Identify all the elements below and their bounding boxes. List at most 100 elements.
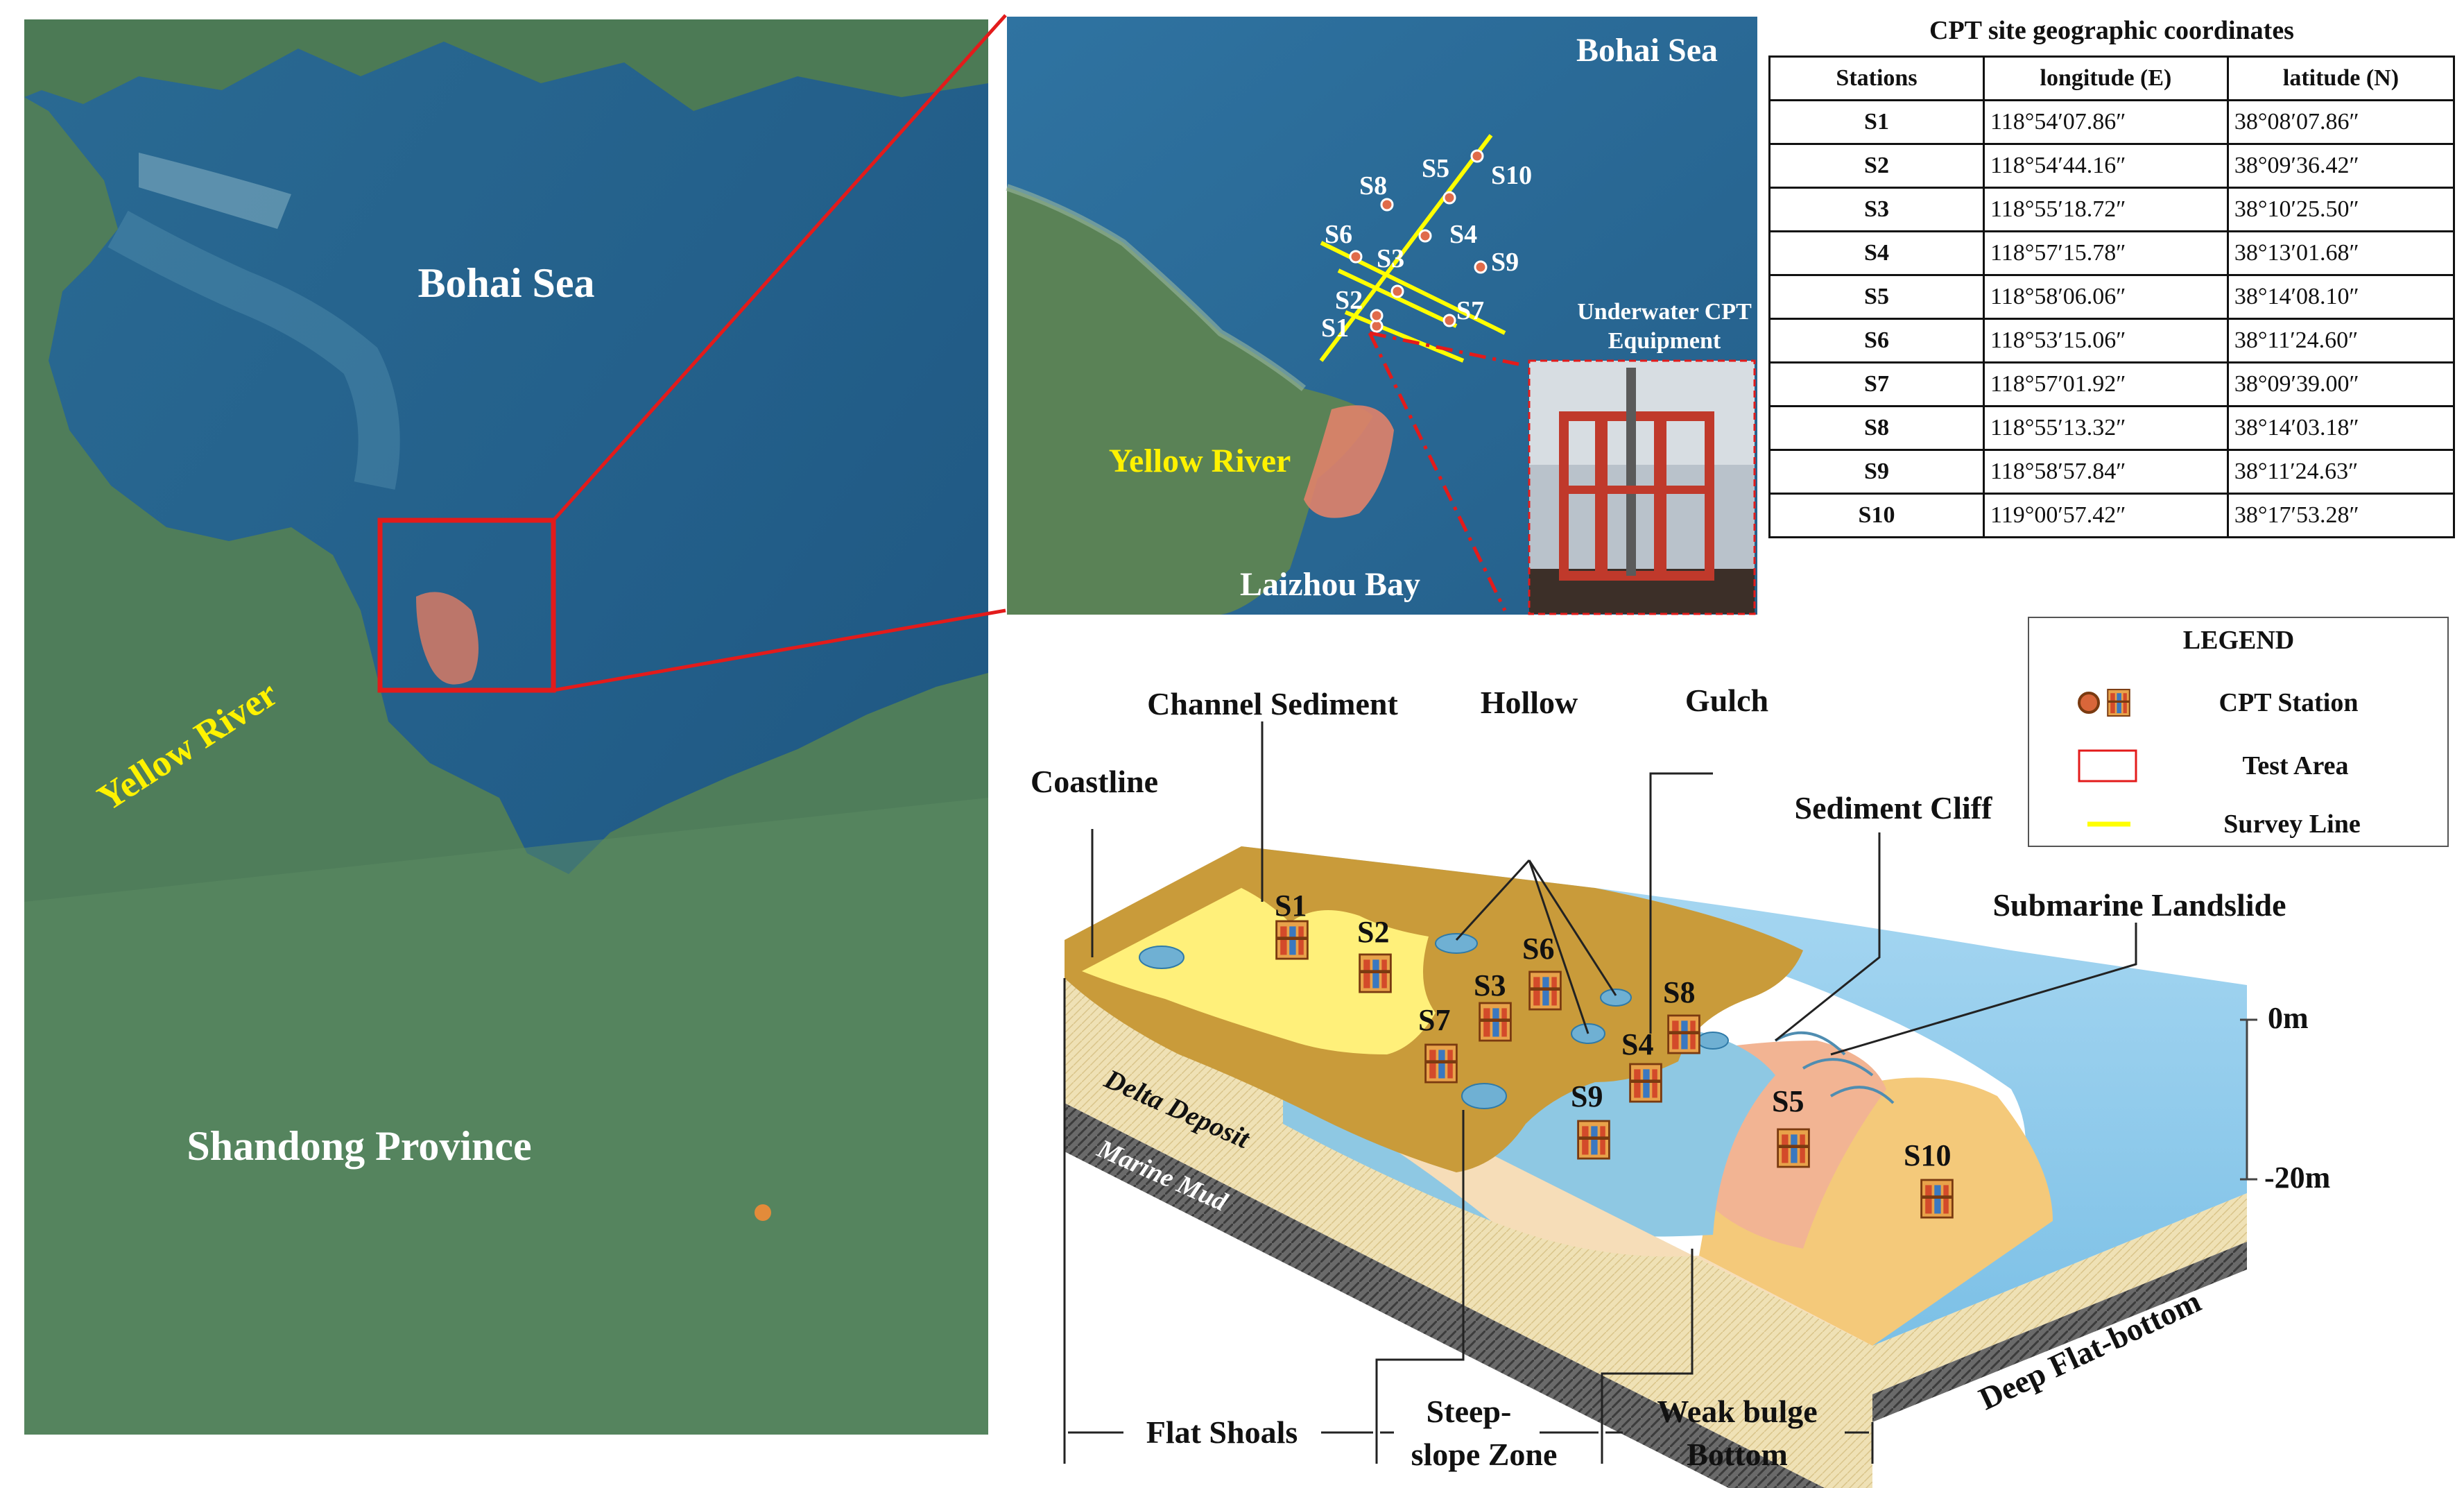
station-cell: S1 — [1768, 99, 1985, 145]
inset-map: S1 S2 S3 S4 S5 S6 S7 S8 S9 S10 Bohai Sea… — [1006, 17, 1757, 615]
block-sediment-cliff — [1774, 1031, 1895, 1104]
inset-label-s9: S9 — [1491, 248, 1519, 277]
zone-weak-line1: Weak bulge — [1657, 1394, 1817, 1429]
latitude-cell: 38°13′01.68″ — [2226, 230, 2456, 276]
block-label-s2: S2 — [1357, 915, 1389, 949]
depth-bottom-label: -20m — [2264, 1161, 2330, 1195]
zone-dimension-lines — [1063, 978, 1874, 1464]
longitude-cell: 118°55′13.32″ — [1983, 405, 2229, 451]
table-header-row: Stations longitude (E) latitude (N) — [1768, 55, 2456, 101]
block-right-face — [1872, 1193, 2247, 1394]
zoom-line-top — [552, 14, 1007, 522]
callout-coastline: Coastline — [1031, 764, 1158, 799]
legend-survey-line-label: Survey Line — [2223, 810, 2360, 839]
map-coastal-shallows — [107, 210, 400, 490]
cpt-table-title: CPT site geographic coordinates — [1929, 16, 2294, 45]
callout-line-gulch — [1649, 772, 1713, 1034]
latitude-cell: 38°14′03.18″ — [2226, 405, 2456, 451]
legend-title: LEGEND — [2183, 626, 2294, 655]
latitude-cell: 38°11′24.60″ — [2226, 318, 2456, 364]
station-cell: S10 — [1768, 493, 1985, 538]
equipment-label-line1: Underwater CPT — [1577, 299, 1752, 325]
callout-hollow: Hollow — [1481, 685, 1578, 720]
map-land-texture — [24, 798, 988, 1435]
station-cell: S4 — [1768, 230, 1985, 276]
zone-steep-line1: Steep- — [1427, 1394, 1512, 1429]
block-rig-s7-icon — [1424, 1043, 1458, 1084]
callout-sediment-cliff: Sediment Cliff — [1795, 790, 1993, 826]
cpt-coordinates-panel: CPT site geographic coordinates Stations… — [1768, 15, 2456, 538]
callout-line-landslide — [1830, 923, 2137, 1056]
map-shandong-label: Shandong Province — [187, 1123, 531, 1169]
map-city-marker — [755, 1204, 771, 1221]
block-label-s6: S6 — [1522, 932, 1554, 966]
inset-station-s6 — [1349, 250, 1363, 264]
callout-line-sediment-cliff — [1775, 832, 1881, 1042]
latitude-cell: 38°10′25.50″ — [2226, 187, 2456, 232]
callout-line-hollow-3 — [1528, 860, 1617, 996]
station-cell: S5 — [1768, 274, 1985, 320]
inset-yellow-river-label: Yellow River — [1109, 443, 1291, 479]
legend-box — [2028, 617, 2449, 847]
inset-label-s8: S8 — [1359, 171, 1387, 200]
inset-label-s2: S2 — [1335, 286, 1363, 315]
table-header-latitude: latitude (N) — [2226, 55, 2456, 101]
map-pale-plume — [139, 153, 291, 229]
block-water — [1241, 846, 2247, 1346]
block-label-s1: S1 — [1275, 889, 1307, 923]
longitude-cell: 118°54′07.86″ — [1983, 99, 2229, 145]
inset-station-dots — [1349, 149, 1488, 333]
inset-station-s2 — [1370, 309, 1384, 323]
zone-flat-shoals: Flat Shoals — [1146, 1414, 1298, 1450]
inset-station-s5 — [1442, 191, 1456, 205]
longitude-cell: 118°54′44.16″ — [1983, 143, 2229, 189]
inset-delta-mud — [1304, 405, 1394, 518]
block-rig-s5-icon — [1777, 1128, 1810, 1168]
legend-test-area-icon — [2078, 749, 2137, 783]
legend-test-area-label: Test Area — [2242, 751, 2348, 780]
inset-station-s3 — [1390, 284, 1404, 298]
legend-cpt-dot-icon — [2078, 692, 2100, 714]
inset-label-s5: S5 — [1422, 154, 1449, 183]
longitude-cell: 118°55′18.72″ — [1983, 187, 2229, 232]
longitude-cell: 118°53′15.06″ — [1983, 318, 2229, 364]
callout-line-hollow-2 — [1528, 860, 1589, 1034]
latitude-cell: 38°11′24.63″ — [2226, 449, 2456, 495]
longitude-cell: 118°58′06.06″ — [1983, 274, 2229, 320]
inset-station-s9 — [1474, 260, 1488, 274]
inset-station-s8 — [1380, 198, 1394, 212]
inset-station-s10 — [1470, 149, 1484, 163]
block-label-s3: S3 — [1474, 968, 1506, 1002]
zone-weak-line2: Bottom — [1687, 1437, 1788, 1472]
callout-line-weak — [1601, 1249, 1694, 1422]
inset-station-labels: S1 S2 S3 S4 S5 S6 S7 S8 S9 S10 — [1321, 154, 1532, 343]
zoom-line-bottom — [553, 608, 1006, 692]
station-cell: S9 — [1768, 449, 1985, 495]
callout-line-steep — [1375, 1110, 1465, 1422]
latitude-cell: 38°08′07.86″ — [2226, 99, 2456, 145]
zone-steep-line2: slope Zone — [1411, 1437, 1558, 1472]
inset-label-s3: S3 — [1377, 244, 1404, 273]
station-cell: S7 — [1768, 361, 1985, 407]
inset-station-s4 — [1418, 229, 1432, 243]
block-front-delta-deposit — [1065, 978, 1872, 1488]
block-front-marine-mud — [1065, 1103, 1825, 1488]
block-label-s4: S4 — [1621, 1027, 1653, 1061]
block-hollows — [1139, 933, 1729, 1109]
table-header-stations: Stations — [1768, 55, 1985, 101]
inset-land-edge — [1006, 184, 1307, 391]
block-right-mud — [1872, 1242, 2247, 1422]
block-rig-s6-icon — [1528, 970, 1562, 1011]
inset-bohai-sea-label: Bohai Sea — [1576, 32, 1718, 69]
legend: LEGEND CPT Station Test Area Survey Line — [2028, 617, 2449, 847]
block-label-s7: S7 — [1418, 1003, 1450, 1037]
